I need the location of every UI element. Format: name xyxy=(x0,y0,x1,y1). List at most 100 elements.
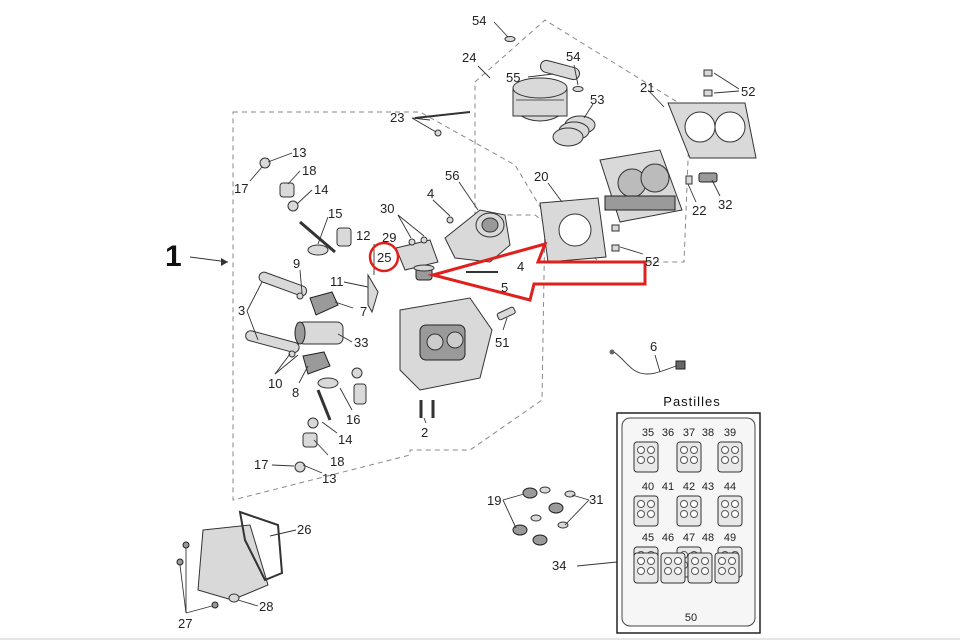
callout-4-upper: 4 xyxy=(427,186,434,201)
callout-4-lower: 4 xyxy=(517,259,524,274)
head-studs xyxy=(419,400,435,418)
callout-54-top: 54 xyxy=(472,13,486,28)
callout-52-top: 52 xyxy=(741,84,755,99)
shim-disc xyxy=(647,456,655,464)
kit-number-41: 41 xyxy=(662,481,674,493)
callout-24: 24 xyxy=(462,50,476,65)
shim-disc xyxy=(721,446,729,454)
circlips xyxy=(504,36,584,92)
shim-disc xyxy=(728,557,736,565)
shim-disc xyxy=(690,510,698,518)
callout-22: 22 xyxy=(692,203,706,218)
shim-disc xyxy=(647,510,655,518)
callout-25: 25 xyxy=(377,250,391,265)
shim-slot xyxy=(717,441,743,473)
shim-slot xyxy=(633,495,659,527)
highlight-circle xyxy=(368,241,400,273)
callout-18-lower: 18 xyxy=(330,454,344,469)
callout-15: 15 xyxy=(328,206,342,221)
shim-disc xyxy=(674,567,682,575)
kit-number-42: 42 xyxy=(683,481,695,493)
kit-number-48: 48 xyxy=(702,532,714,544)
shim-disc xyxy=(731,446,739,454)
shim-disc xyxy=(637,557,645,565)
bolt-2 xyxy=(446,216,454,224)
rocker-arms xyxy=(288,273,379,375)
shim-disc xyxy=(647,567,655,575)
temp-sensor xyxy=(698,172,718,183)
tappet-buckets xyxy=(512,487,564,546)
shim-disc xyxy=(701,567,709,575)
kit-number-35: 35 xyxy=(642,427,654,439)
kit-number-37: 37 xyxy=(683,427,695,439)
cylinder-block xyxy=(599,149,683,223)
shim-disc xyxy=(637,567,645,575)
shim-disc xyxy=(680,456,688,464)
callout-10: 10 xyxy=(268,376,282,391)
kit-number-49: 49 xyxy=(724,532,736,544)
valve-train-upper xyxy=(259,157,352,256)
shim-disc xyxy=(664,557,672,565)
kit-number-36: 36 xyxy=(662,427,674,439)
callout-53: 53 xyxy=(590,92,604,107)
shim-disc xyxy=(637,446,645,454)
shim-disc xyxy=(731,510,739,518)
callout-33: 33 xyxy=(354,335,368,350)
shim-disc xyxy=(691,557,699,565)
callout-17-top: 17 xyxy=(234,181,248,196)
callout-55: 55 xyxy=(506,70,520,85)
callout-23: 23 xyxy=(390,110,404,125)
cylinder-head xyxy=(399,297,493,391)
shim-disc xyxy=(637,510,645,518)
shim-disc xyxy=(721,456,729,464)
shim-disc xyxy=(731,456,739,464)
cylinder-head-gasket xyxy=(667,102,757,159)
shim-disc xyxy=(647,500,655,508)
shim-disc xyxy=(690,446,698,454)
cam-chain-tensioner-bolt xyxy=(414,111,471,137)
shim-disc xyxy=(637,500,645,508)
callout-18-top: 18 xyxy=(302,163,316,178)
shim-disc xyxy=(664,567,672,575)
shim-slot xyxy=(633,552,659,584)
highlight-annotation xyxy=(368,241,647,302)
callout-6: 6 xyxy=(650,339,657,354)
callout-30: 30 xyxy=(380,201,394,216)
shim-disc xyxy=(718,567,726,575)
shim-disc xyxy=(680,510,688,518)
kit-number-38: 38 xyxy=(702,427,714,439)
callout-8: 8 xyxy=(292,385,299,400)
callout-13-lower: 13 xyxy=(322,471,336,486)
piston-rings xyxy=(552,115,596,147)
cylinder-base-gasket xyxy=(539,197,607,263)
wire-harness xyxy=(609,349,686,375)
kit-number-47: 47 xyxy=(683,532,695,544)
callout-14-top: 14 xyxy=(314,182,328,197)
callout-11: 11 xyxy=(330,274,344,289)
callout-20: 20 xyxy=(534,169,548,184)
piston xyxy=(512,77,568,122)
shim-disc xyxy=(690,500,698,508)
shim-slot xyxy=(717,495,743,527)
callout-52-lower: 52 xyxy=(645,254,659,269)
callout-29: 29 xyxy=(382,230,396,245)
callout-34: 34 xyxy=(552,558,566,573)
kit-number-50: 50 xyxy=(685,612,697,624)
shim-slot xyxy=(660,552,686,584)
camshafts xyxy=(245,271,344,353)
callout-12: 12 xyxy=(356,228,370,243)
intake-manifold xyxy=(444,209,511,263)
callout-9: 9 xyxy=(293,256,300,271)
shim-disc xyxy=(647,446,655,454)
callout-51: 51 xyxy=(495,335,509,350)
shim-disc xyxy=(728,567,736,575)
shim-disc xyxy=(721,500,729,508)
callout-21: 21 xyxy=(640,80,654,95)
leader-lines xyxy=(179,21,740,614)
callout-32: 32 xyxy=(718,197,732,212)
callout-3: 3 xyxy=(238,303,245,318)
kit-title: Pastilles xyxy=(663,394,720,409)
shim-disc xyxy=(701,557,709,565)
